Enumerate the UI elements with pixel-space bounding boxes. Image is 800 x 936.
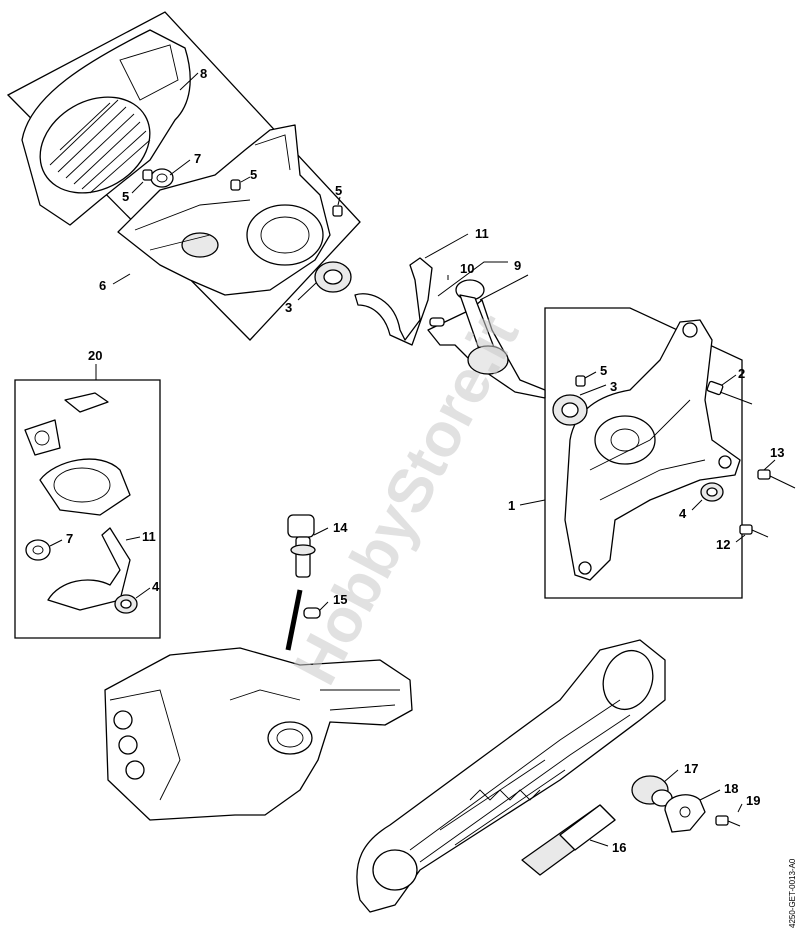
callout-18: 18 [699, 781, 738, 801]
screw-12 [739, 524, 769, 538]
label-17: 17 [684, 761, 698, 776]
callout-1: 1 [508, 498, 546, 513]
label-5: 5 [335, 183, 342, 198]
callout-11b: 11 [125, 529, 156, 544]
sleeve-5c [332, 205, 343, 217]
shaft-seal-7a [150, 168, 174, 188]
sleeve-5b [230, 179, 241, 191]
callout-15: 15 [319, 592, 347, 611]
shaft-seal-7b [25, 539, 51, 561]
callout-16: 16 [589, 839, 626, 855]
bearing-3b [552, 394, 588, 426]
label-2: 2 [738, 366, 745, 381]
needle-cage-10 [429, 317, 445, 327]
screw-19 [715, 815, 741, 827]
shroud-part [356, 639, 666, 913]
callout-17: 17 [663, 761, 698, 783]
callout-8: 8 [179, 66, 207, 91]
crankcase-half-frame [544, 307, 743, 599]
callout-5a: 5 [122, 181, 144, 204]
clamp-18 [664, 794, 706, 833]
label-3: 3 [285, 300, 292, 315]
label-15: 15 [333, 592, 347, 607]
callout-20: 20 [88, 348, 102, 380]
label-4: 4 [679, 506, 687, 521]
label-7: 7 [66, 531, 73, 546]
watermark-text: HobbyStore.it [281, 304, 533, 695]
callout-6: 6 [99, 273, 131, 293]
bushing-17 [631, 775, 673, 807]
label-4: 4 [152, 579, 160, 594]
callout-14: 14 [313, 520, 348, 536]
callout-12: 12 [716, 534, 746, 552]
label-10: 10 [460, 261, 474, 276]
sleeve-5d [575, 375, 586, 387]
callout-7b: 7 [49, 531, 73, 547]
label-16: 16 [612, 840, 626, 855]
engine-housing-part [104, 647, 413, 821]
bearing-3a [314, 261, 352, 293]
callout-5c: 5 [335, 183, 342, 206]
callout-4b: 4 [679, 499, 703, 521]
label-5: 5 [600, 363, 607, 378]
sealing-strip-11 [354, 257, 433, 346]
handle-grip-16 [521, 804, 616, 876]
callout-19: 19 [737, 793, 760, 813]
label-9: 9 [514, 258, 521, 273]
callout-3a: 3 [285, 282, 317, 315]
gasket-kit-frame [14, 379, 161, 639]
crankcase-part [117, 124, 331, 296]
callout-10: 10 [447, 261, 474, 280]
label-5: 5 [250, 167, 257, 182]
callout-9: 9 [437, 258, 529, 301]
label-7: 7 [194, 151, 201, 166]
label-5: 5 [122, 189, 129, 204]
document-code: 4250-GET-0013-A0 [788, 858, 797, 928]
label-12: 12 [716, 537, 730, 552]
callout-13: 13 [763, 445, 784, 471]
label-20: 20 [88, 348, 102, 363]
impulse-hose-part [285, 589, 321, 651]
gasket-kit-parts [24, 392, 138, 614]
shaft-seal-4a [114, 594, 138, 614]
screw-13 [757, 469, 796, 489]
callout-7a: 7 [169, 151, 201, 176]
screw-2 [706, 380, 753, 405]
label-18: 18 [724, 781, 738, 796]
label-19: 19 [746, 793, 760, 808]
label-14: 14 [333, 520, 348, 535]
callout-5d: 5 [584, 363, 607, 379]
callout-11a: 11 [424, 226, 489, 259]
label-11: 11 [475, 226, 489, 241]
label-13: 13 [770, 445, 784, 460]
label-1: 1 [508, 498, 515, 513]
shaft-seal-4b [700, 482, 724, 502]
callout-5b: 5 [240, 167, 257, 183]
decompression-valve-part [287, 514, 316, 578]
label-6: 6 [99, 278, 106, 293]
fan-housing-part [21, 29, 191, 226]
crankshaft-part [427, 279, 546, 399]
callout-2: 2 [721, 366, 745, 386]
label-8: 8 [200, 66, 207, 81]
label-3: 3 [610, 379, 617, 394]
callout-3b: 3 [579, 379, 617, 396]
callout-4a: 4 [135, 579, 160, 599]
crankcase-side-part [564, 319, 741, 581]
sleeve-5a [142, 169, 153, 181]
label-11: 11 [142, 529, 156, 544]
